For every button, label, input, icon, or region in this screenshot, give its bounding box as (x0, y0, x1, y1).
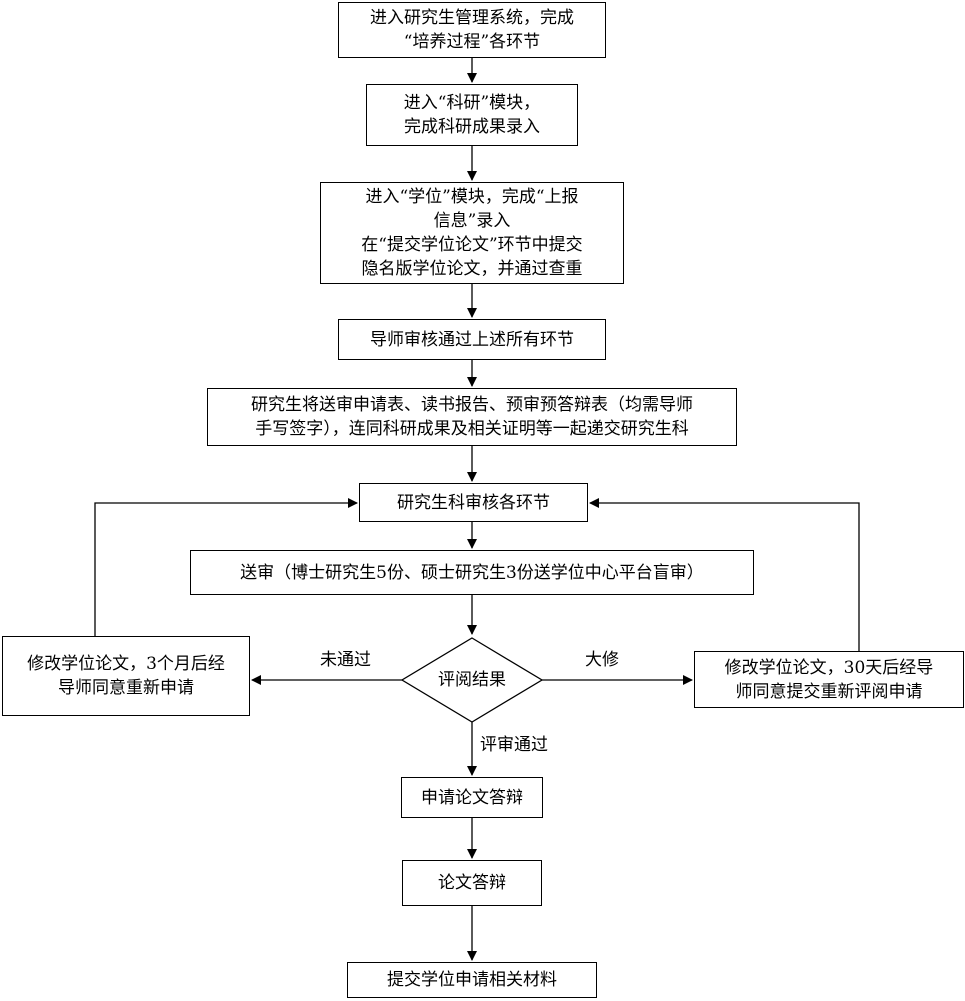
edge-label-pass: 评审通过 (480, 735, 548, 755)
arrow-left-loop (94, 498, 358, 636)
node-research-module: 进入“科研”模块，完成科研成果录入 (366, 84, 578, 146)
node-revise-30-days: 修改学位论文，30天后经导师同意提交重新评阅申请 (694, 651, 964, 708)
edge-label-major-revision: 大修 (585, 650, 619, 670)
node-thesis-defense: 论文答辩 (402, 860, 542, 906)
node-submit-degree-materials: 提交学位申请相关材料 (347, 962, 597, 998)
node-advisor-review: 导师审核通过上述所有环节 (338, 319, 606, 360)
edge-label-fail: 未通过 (320, 650, 371, 670)
node-enter-system: 进入研究生管理系统，完成“培养过程”各环节 (338, 2, 606, 58)
node-revise-3-months: 修改学位论文，3个月后经导师同意重新申请 (2, 636, 250, 716)
node-submit-documents: 研究生将送审申请表、读书报告、预审预答辩表（均需导师手写签字），连同科研成果及相… (207, 388, 737, 446)
node-blind-review: 送审（博士研究生5份、硕士研究生3份送学位中心平台盲审） (190, 550, 754, 595)
arrow-right-loop (589, 498, 860, 651)
decision-diamond (400, 637, 544, 723)
node-apply-defense: 申请论文答辩 (401, 777, 543, 818)
node-degree-module: 进入“学位”模块，完成“上报 信息”录入 在“提交学位论文”环节中提交 隐名版学… (320, 182, 624, 284)
node-office-review: 研究生科审核各环节 (359, 483, 588, 522)
decision-label: 评阅结果 (438, 670, 506, 690)
